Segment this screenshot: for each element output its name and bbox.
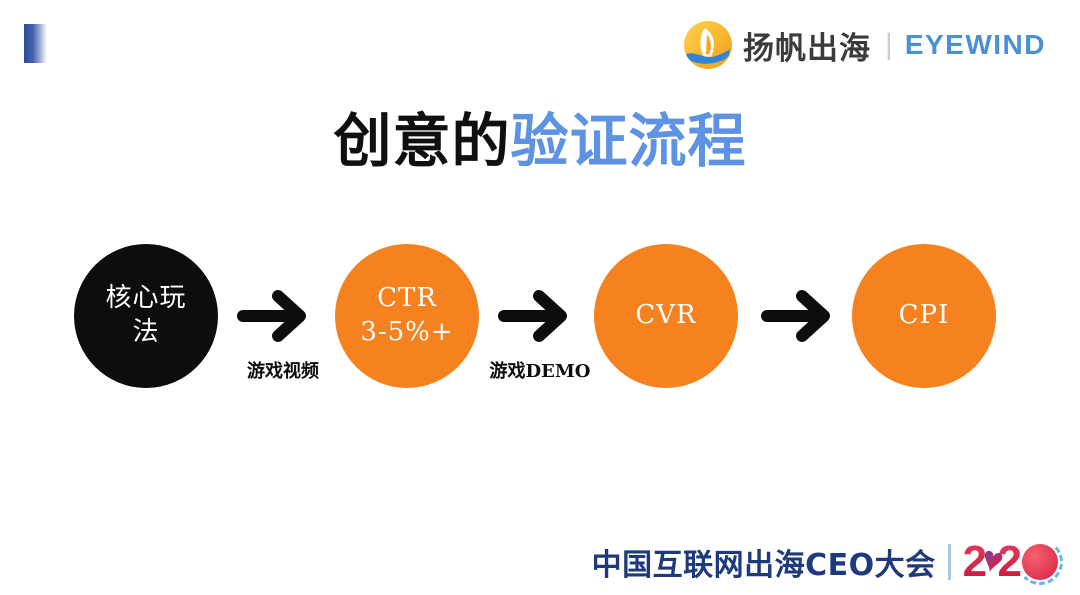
zero-circle-icon: [1017, 539, 1063, 585]
node-label: 3-5%+: [360, 317, 454, 347]
footer-brand: 中国互联网出海CEO大会 2 ♥ 2: [591, 537, 1063, 587]
footer-divider: [947, 544, 951, 580]
year-digit: 2: [962, 537, 988, 586]
arrow-label-game-demo: 游戏DEMO: [489, 361, 591, 382]
title-blue: 验证流程: [510, 107, 747, 175]
brand-name-en: EYEWIND: [904, 29, 1046, 60]
year-2020-logo: 2 ♥ 2: [962, 537, 1063, 587]
title-black: 创意的: [333, 107, 511, 175]
flow-node-cvr: CVR: [594, 244, 738, 388]
node-label: CVR: [635, 300, 697, 331]
flow-node-ctr: CTR 3-5%+: [335, 244, 479, 388]
right-arrow-icon: [498, 290, 567, 342]
right-arrow-icon: [237, 290, 306, 342]
conference-name: 中国互联网出海CEO大会: [591, 548, 936, 583]
brand-header: 扬帆出海 | EYEWIND: [683, 20, 1046, 70]
node-label: CPI: [898, 300, 950, 331]
arrow-label-game-video: 游戏视频: [247, 361, 319, 382]
brand-name-cn: 扬帆出海: [743, 30, 872, 67]
brand-divider: |: [885, 28, 893, 61]
flow-node-core-gameplay: 核心玩 法: [74, 244, 218, 388]
node-label: 法: [132, 317, 160, 347]
right-arrow-icon: [761, 290, 830, 342]
page-title: 创意的验证流程: [0, 94, 1080, 178]
sail-wave-icon: [684, 21, 732, 69]
corner-deco-bar: [24, 24, 47, 63]
node-label: CTR: [377, 283, 437, 314]
flow-node-cpi: CPI: [852, 244, 996, 388]
node-label: 核心玩: [105, 283, 187, 314]
